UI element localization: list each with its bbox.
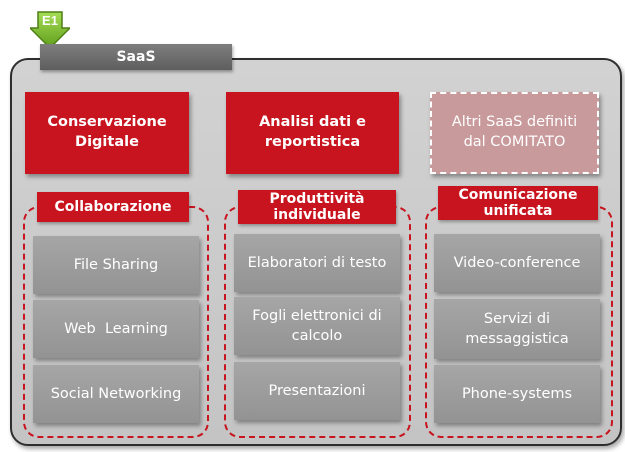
- item-web-learning: Web Learning: [33, 300, 199, 358]
- item-social-networking: Social Networking: [33, 365, 199, 423]
- item-phone-systems: Phone-systems: [434, 365, 600, 423]
- top-box-label: Altri SaaS definiti dal COMITATO: [451, 114, 578, 150]
- top-box-label: Conservazione Digitale: [47, 114, 167, 150]
- badge-label: E1: [42, 13, 58, 28]
- item-presentazioni: Presentazioni: [234, 362, 400, 420]
- group-label-produttivita: Produttività individuale: [238, 190, 396, 224]
- item-video-conference: Video-conference: [434, 234, 600, 292]
- group-label-collaborazione: Collaborazione: [37, 192, 189, 222]
- group-label-comunicazione: Comunicazione unificata: [438, 186, 598, 220]
- saas-tab: SaaS: [40, 44, 232, 70]
- top-box-label: Analisi dati e reportistica: [259, 114, 366, 150]
- top-box-altri-saas: Altri SaaS definiti dal COMITATO: [430, 92, 599, 174]
- item-elaboratori-di-testo: Elaboratori di testo: [234, 234, 400, 292]
- item-file-sharing: File Sharing: [33, 236, 199, 294]
- saas-tab-label: SaaS: [116, 49, 156, 65]
- top-box-conservazione-digitale: Conservazione Digitale: [25, 92, 189, 174]
- down-arrow-badge-icon: E1: [30, 11, 70, 50]
- item-fogli-elettronici: Fogli elettronici di calcolo: [234, 297, 400, 355]
- item-servizi-di-messaggistica: Servizi di messaggistica: [434, 299, 600, 359]
- top-box-analisi-dati: Analisi dati e reportistica: [226, 92, 399, 174]
